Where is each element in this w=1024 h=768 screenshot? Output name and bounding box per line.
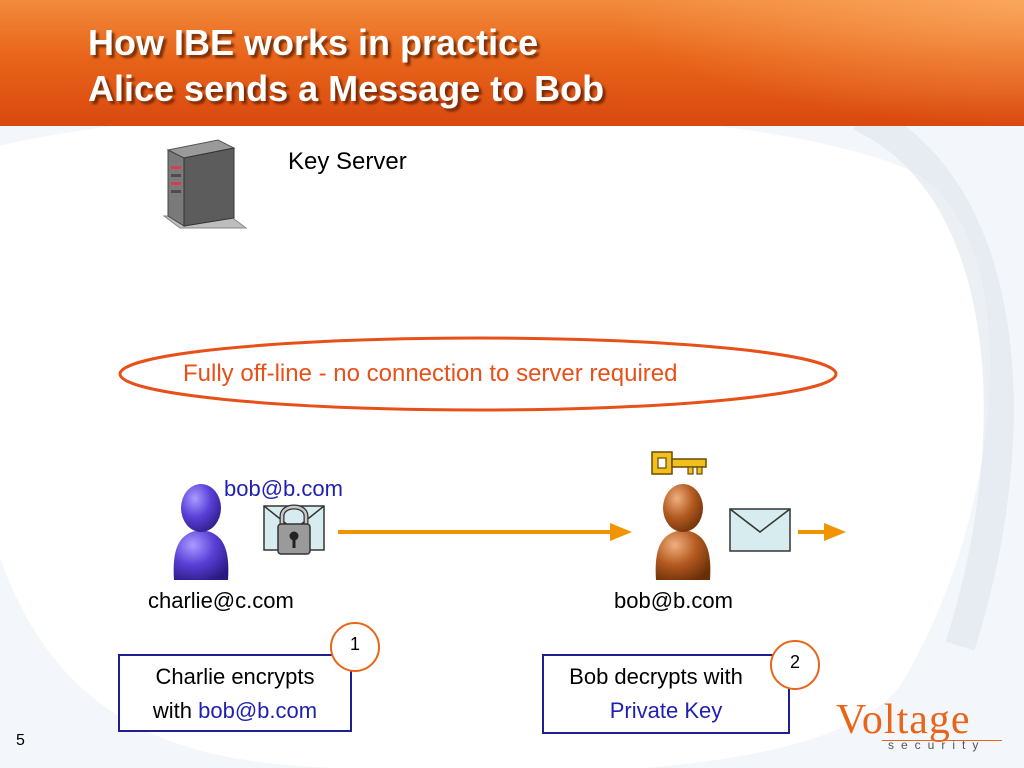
step2-line1: Bob decrypts with (569, 664, 743, 689)
key-server-label: Key Server (288, 148, 407, 175)
slide-title-line2: Alice sends a Message to Bob (88, 68, 605, 109)
title-bar-highlight (604, 0, 1024, 126)
slide-number: 5 (16, 732, 25, 749)
private-key-icon (651, 451, 707, 475)
voltage-logo: Voltage security (836, 696, 1006, 756)
logo-rule (882, 740, 1002, 741)
offline-note: Fully off-line - no connection to server… (183, 360, 678, 387)
step1-line2-email: bob@b.com (198, 698, 318, 723)
step1-number-badge: 1 (330, 622, 380, 672)
step2-box: Bob decrypts with Private Key (542, 654, 790, 734)
recipient-tag: bob@b.com (224, 476, 343, 501)
logo-tagline: security (888, 738, 986, 752)
slide-title-line1: How IBE works in practice (88, 22, 539, 63)
output-arrow (798, 523, 846, 541)
step2-line2: Private Key (609, 698, 723, 723)
sender-email: charlie@c.com (148, 588, 294, 613)
offline-ellipse (118, 336, 838, 412)
step1-line2: with bob@b.com (120, 694, 350, 728)
receiver-email: bob@b.com (614, 588, 733, 613)
decrypted-envelope-icon (729, 508, 791, 552)
logo-wordmark: Voltage (836, 697, 971, 743)
step2-number-badge: 2 (770, 640, 820, 690)
title-bar: How IBE works in practice Alice sends a … (0, 0, 1024, 126)
sender-avatar (173, 484, 229, 580)
encrypted-envelope-icon (263, 504, 325, 555)
step1-line2-prefix: with (152, 698, 199, 723)
send-arrow (338, 523, 632, 541)
step1-line1: Charlie encrypts (155, 664, 315, 689)
step1-box: Charlie encrypts with bob@b.com (118, 654, 352, 732)
background-swoosh (0, 102, 1024, 768)
server-icon (162, 139, 248, 229)
receiver-avatar (655, 484, 711, 580)
